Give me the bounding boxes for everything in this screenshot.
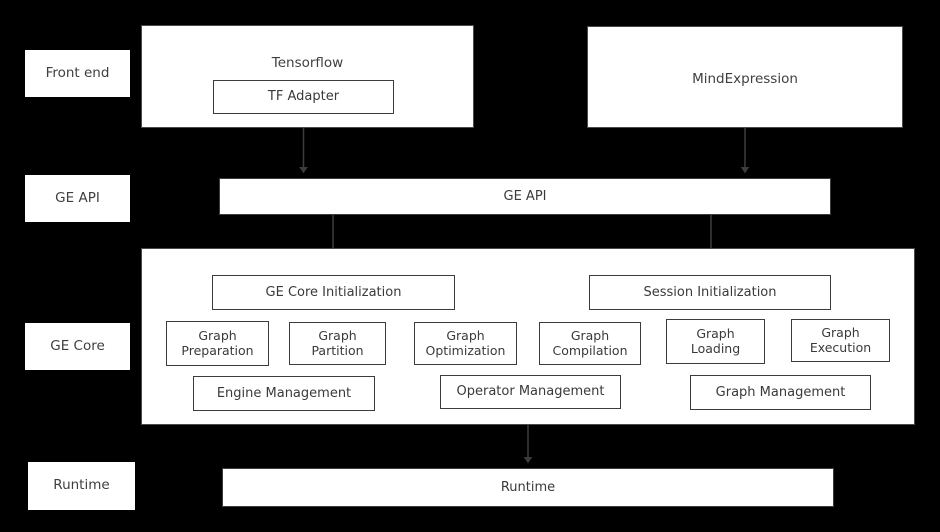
graph-loading-box[interactable]: Graph Loading [666,319,765,364]
graph-partition-box[interactable]: Graph Partition [289,322,386,365]
engine-management-box[interactable]: Engine Management [193,376,375,411]
tensorflow-title: Tensorflow [271,55,344,71]
session-initialization-box[interactable]: Session Initialization [589,275,831,310]
stage-label-runtime: Runtime [28,462,135,510]
stage-label-ge-api: GE API [25,175,130,222]
operator-management-box[interactable]: Operator Management [440,375,621,409]
runtime-bar[interactable]: Runtime [222,468,834,507]
graph-preparation-box[interactable]: Graph Preparation [166,321,269,366]
tf-adapter-box[interactable]: TF Adapter [213,80,394,114]
graph-execution-box[interactable]: Graph Execution [791,319,890,362]
stage-label-front-end: Front end [25,50,130,97]
stage-label-ge-core: GE Core [25,323,130,370]
mindexpression-title: MindExpression [692,71,798,87]
mindexpression-container[interactable]: MindExpression [587,26,903,128]
ge-core-initialization-box[interactable]: GE Core Initialization [212,275,455,310]
graph-optimization-box[interactable]: Graph Optimization [414,322,517,365]
ge-api-bar[interactable]: GE API [219,178,831,215]
graph-compilation-box[interactable]: Graph Compilation [539,322,641,365]
graph-management-box[interactable]: Graph Management [690,375,871,410]
